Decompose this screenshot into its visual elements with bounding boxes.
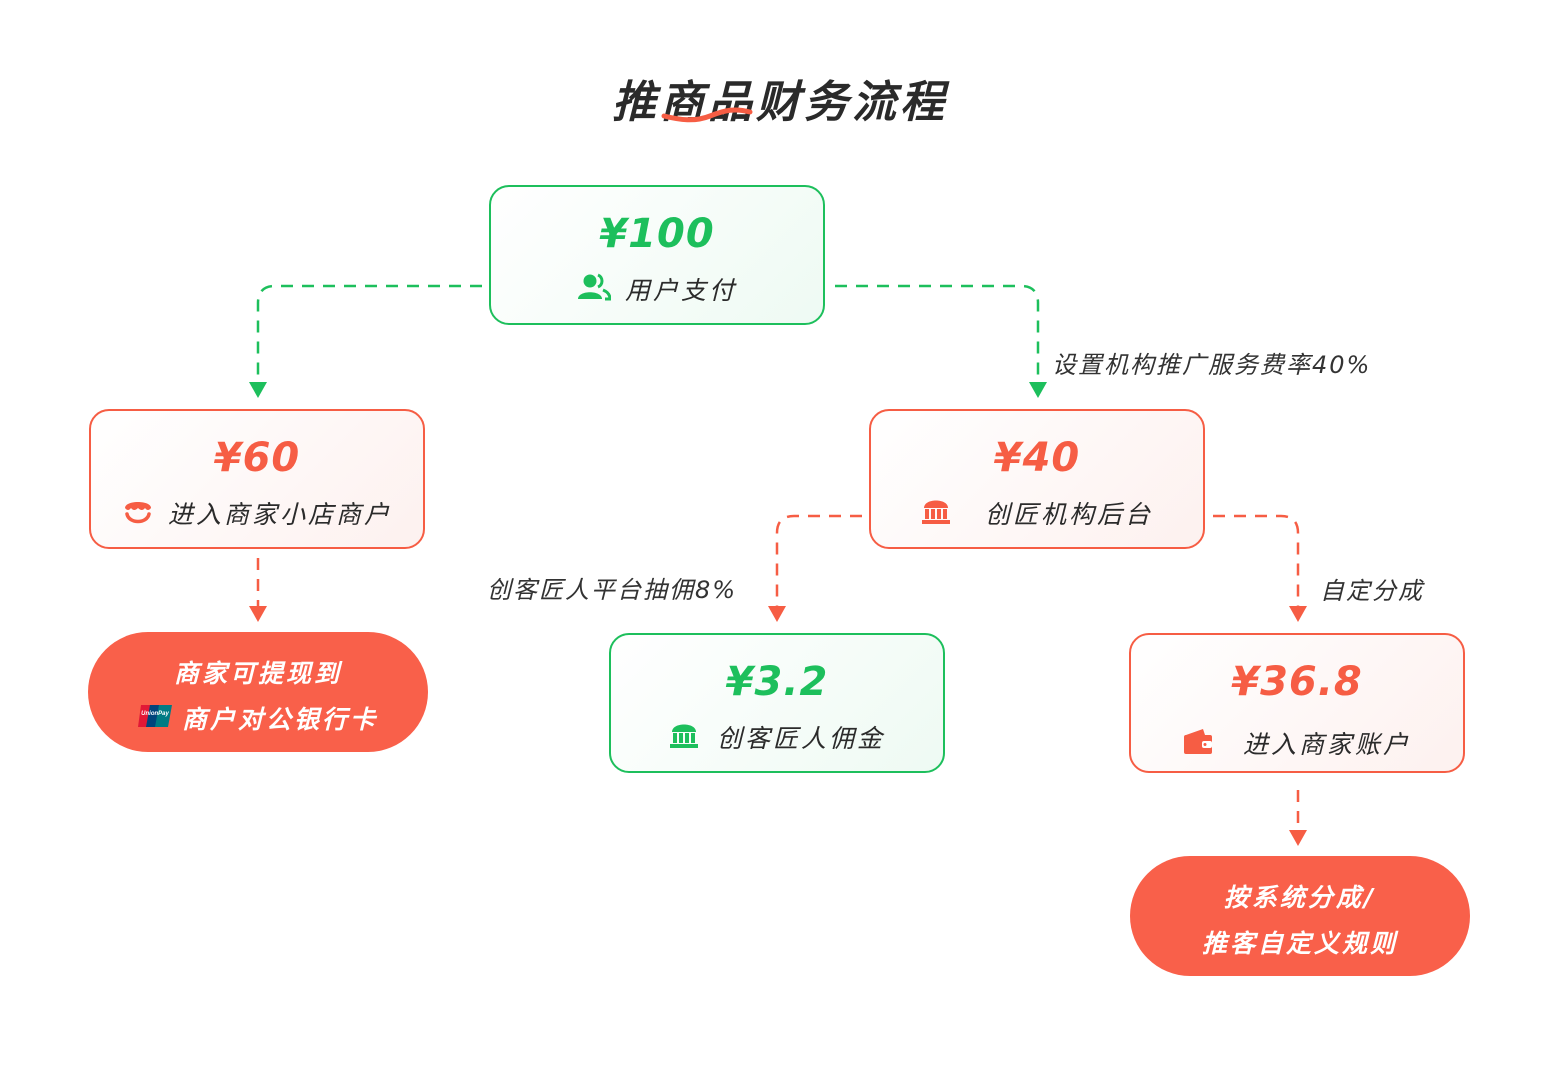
edge-label-service-fee: 设置机构推广服务费率40% bbox=[1052, 351, 1372, 379]
pill-split-rule: 按系统分成/ 推客自定义规则 bbox=[1130, 856, 1470, 976]
arrow-store-to-withdraw bbox=[249, 606, 267, 622]
unionpay-icon: UnionPay bbox=[137, 705, 172, 731]
pill-split-rule-line2: 推客自定义规则 bbox=[1201, 929, 1398, 958]
svg-text:UnionPay: UnionPay bbox=[141, 711, 169, 717]
label-creator-commission: 创客匠人佣金 bbox=[716, 724, 885, 753]
connector-agency-to-creator bbox=[775, 514, 862, 606]
node-agency-backend: ¥40 创匠机构后台 bbox=[869, 409, 1205, 549]
store-icon bbox=[122, 496, 154, 530]
pill-split-rule-line1: 按系统分成/ bbox=[1223, 883, 1377, 912]
node-merchant-store: ¥60 进入商家小店商户 bbox=[89, 409, 425, 549]
node-merchant-account: ¥36.8 进入商家账户 bbox=[1129, 633, 1465, 773]
amount-merchant-store: ¥60 bbox=[213, 435, 301, 481]
connector-pay-to-store bbox=[256, 284, 482, 382]
bank-icon bbox=[921, 497, 951, 529]
wallet-icon bbox=[1183, 727, 1213, 759]
edge-label-platform-fee: 创客匠人平台抽佣8% bbox=[487, 576, 738, 604]
page-title: 推商品财务流程 bbox=[612, 77, 948, 128]
arrow-pay-to-agency bbox=[1029, 382, 1047, 398]
arrow-pay-to-store bbox=[249, 382, 267, 398]
label-merchant-account: 进入商家账户 bbox=[1242, 730, 1411, 759]
pill-withdraw-line1: 商家可提现到 bbox=[173, 659, 342, 688]
arrow-agency-to-account bbox=[1289, 606, 1307, 622]
bank-icon bbox=[669, 721, 699, 753]
connector-pay-to-agency bbox=[835, 284, 1040, 382]
node-user-pay: ¥100 用户支付 bbox=[489, 185, 825, 325]
arrow-account-to-split bbox=[1289, 830, 1307, 846]
node-creator-commission: ¥3.2 创客匠人佣金 bbox=[609, 633, 945, 773]
amount-merchant-account: ¥36.8 bbox=[1231, 659, 1363, 705]
label-agency-backend: 创匠机构后台 bbox=[984, 500, 1153, 529]
arrow-agency-to-creator bbox=[768, 606, 786, 622]
amount-creator-commission: ¥3.2 bbox=[725, 659, 829, 705]
pill-withdraw-line2: 商户对公银行卡 bbox=[181, 705, 378, 734]
amount-user-pay: ¥100 bbox=[599, 211, 715, 257]
edge-label-custom-split: 自定分成 bbox=[1320, 577, 1424, 605]
label-merchant-store: 进入商家小店商户 bbox=[167, 500, 392, 529]
pill-withdraw: 商家可提现到 UnionPay 商户对公银行卡 bbox=[88, 632, 428, 752]
connector-agency-to-account bbox=[1213, 514, 1300, 606]
users-icon bbox=[577, 273, 612, 305]
title-underline-swoosh bbox=[661, 107, 753, 123]
label-user-pay: 用户支付 bbox=[624, 276, 737, 305]
amount-agency-backend: ¥40 bbox=[993, 435, 1081, 481]
